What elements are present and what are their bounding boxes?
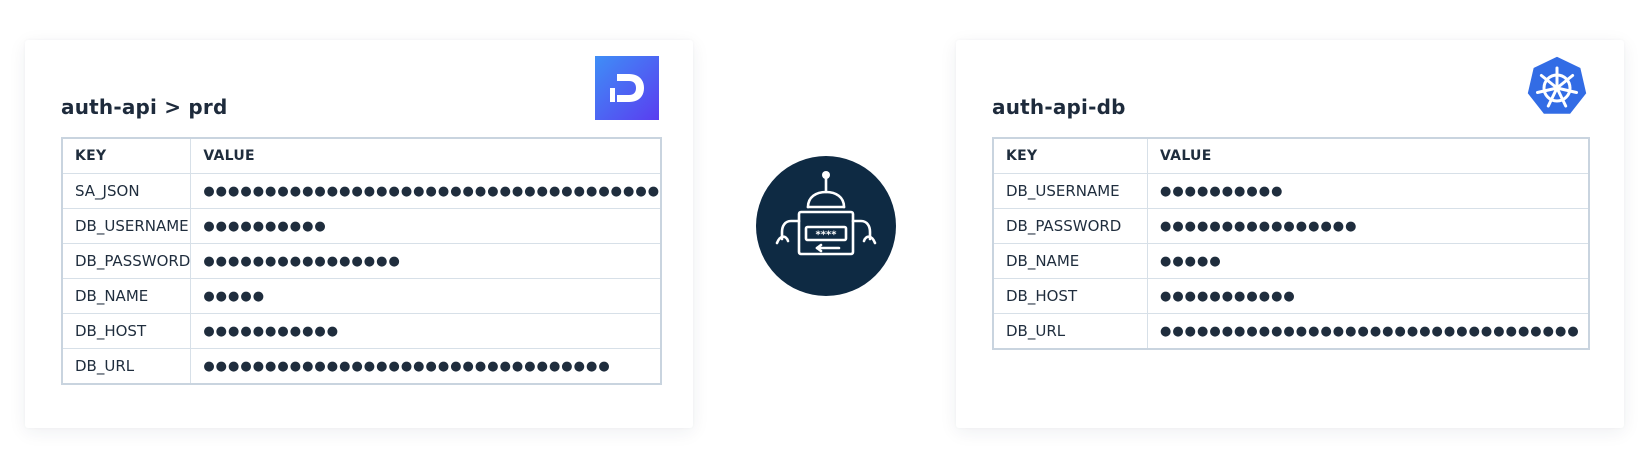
masked-secret-value: ●●●●●●●●●●●	[1147, 278, 1590, 314]
value-column-header: VALUE	[190, 137, 662, 174]
doppler-secrets-card: auth-api > prd KEY VALUE SA_JS	[25, 40, 693, 428]
masked-secret-value: ●●●●●●●●●●	[1147, 173, 1590, 209]
table-row: DB_NAME ●●●●●	[61, 278, 662, 314]
table-row: DB_URL ●●●●●●●●●●●●●●●●●●●●●●●●●●●●●●●●●	[61, 348, 662, 385]
secret-key: DB_URL	[992, 313, 1148, 350]
kubernetes-secret-title: auth-api-db	[992, 95, 1126, 119]
secret-key: DB_PASSWORD	[992, 208, 1148, 244]
table-header-row: KEY VALUE	[61, 137, 662, 174]
masked-secret-value: ●●●●●	[190, 278, 662, 314]
table-row: DB_PASSWORD ●●●●●●●●●●●●●●●●	[61, 243, 662, 279]
key-column-header: KEY	[61, 137, 192, 174]
value-column-header: VALUE	[1147, 137, 1590, 174]
masked-secret-value: ●●●●●●●●●●●●●●●●●●●●●●●●●●●●●●●●●●●●●	[190, 173, 662, 209]
secret-key: DB_URL	[61, 348, 192, 385]
masked-secret-value: ●●●●●●●●●●	[190, 208, 662, 244]
table-row: DB_USERNAME ●●●●●●●●●●	[992, 173, 1590, 209]
secret-key: SA_JSON	[61, 173, 192, 209]
masked-secret-value: ●●●●●●●●●●●	[190, 313, 662, 349]
masked-secret-value: ●●●●●●●●●●●●●●●●	[1147, 208, 1590, 244]
secret-key: DB_HOST	[992, 278, 1148, 314]
table-row: DB_HOST ●●●●●●●●●●●	[992, 278, 1590, 314]
secrets-sync-robot-icon: ****	[756, 156, 896, 296]
table-row: SA_JSON ●●●●●●●●●●●●●●●●●●●●●●●●●●●●●●●●…	[61, 173, 662, 209]
table-header-row: KEY VALUE	[992, 137, 1590, 174]
doppler-logo-icon	[595, 56, 659, 120]
masked-secret-value: ●●●●●●●●●●●●●●●●●●●●●●●●●●●●●●●●●●	[1147, 313, 1590, 350]
key-column-header: KEY	[992, 137, 1148, 174]
doppler-config-title: auth-api > prd	[61, 95, 228, 119]
masked-secret-value: ●●●●●●●●●●●●●●●●●●●●●●●●●●●●●●●●●	[190, 348, 662, 385]
masked-secret-value: ●●●●●	[1147, 243, 1590, 279]
masked-secret-value: ●●●●●●●●●●●●●●●●	[190, 243, 662, 279]
kubernetes-secret-card: auth-api-db KEY VALUE	[956, 40, 1624, 428]
secret-key: DB_USERNAME	[61, 208, 192, 244]
secret-key: DB_HOST	[61, 313, 192, 349]
table-row: DB_URL ●●●●●●●●●●●●●●●●●●●●●●●●●●●●●●●●●…	[992, 313, 1590, 350]
kubernetes-secret-table: KEY VALUE DB_USERNAME ●●●●●●●●●● DB_PASS…	[992, 137, 1590, 350]
doppler-secrets-table: KEY VALUE SA_JSON ●●●●●●●●●●●●●●●●●●●●●●…	[61, 137, 663, 385]
secret-key: DB_PASSWORD	[61, 243, 192, 279]
kubernetes-logo-icon	[1526, 55, 1588, 116]
table-row: DB_NAME ●●●●●	[992, 243, 1590, 279]
table-row: DB_USERNAME ●●●●●●●●●●	[61, 208, 662, 244]
secret-key: DB_NAME	[992, 243, 1148, 279]
secret-key: DB_NAME	[61, 278, 192, 314]
table-row: DB_HOST ●●●●●●●●●●●	[61, 313, 662, 349]
secret-key: DB_USERNAME	[992, 173, 1148, 209]
table-row: DB_PASSWORD ●●●●●●●●●●●●●●●●	[992, 208, 1590, 244]
robot-badge-text: ****	[816, 230, 838, 241]
